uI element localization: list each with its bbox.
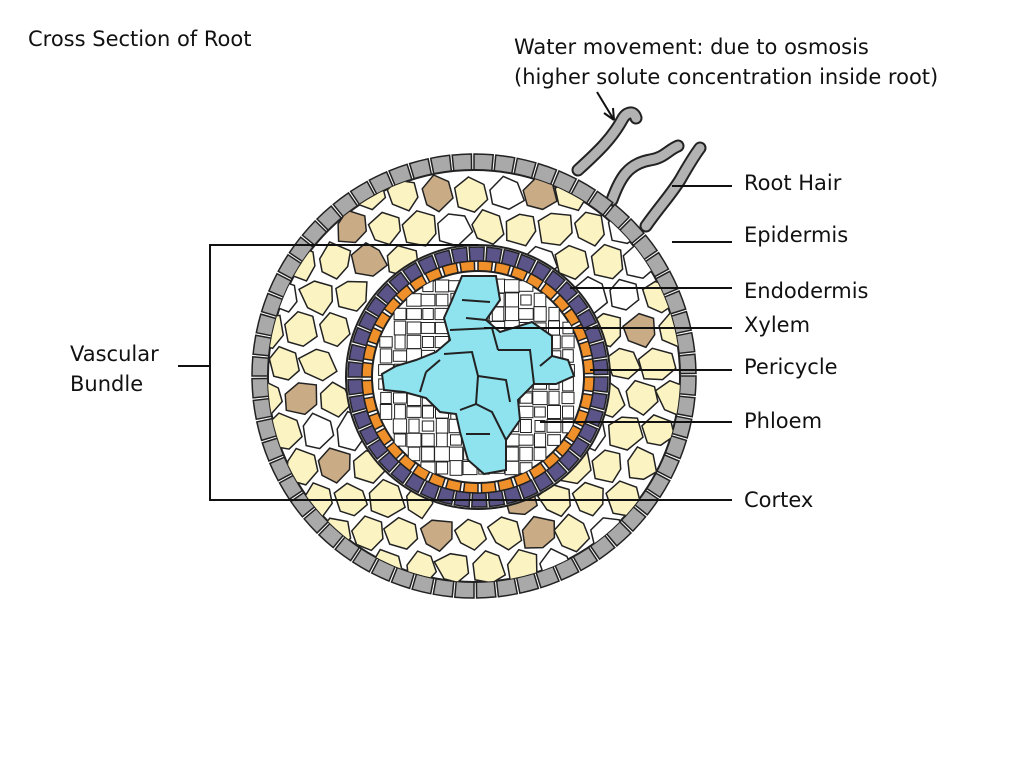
phloem-cell: [422, 434, 434, 447]
phloem-cell: [380, 337, 392, 348]
water-movement-note-line-2: (higher solute concentration inside root…: [514, 62, 938, 92]
label-pericycle: Pericycle: [744, 352, 838, 382]
phloem-cell: [394, 308, 406, 319]
phloem-cell: [519, 309, 534, 320]
phloem-cell: [380, 349, 391, 363]
endodermis-cell: [348, 379, 363, 394]
phloem-cell: [548, 435, 561, 446]
label-xylem: Xylem: [744, 310, 810, 340]
phloem-cell: [423, 309, 434, 320]
endodermis-cell: [348, 362, 363, 377]
phloem-cell: [407, 309, 422, 320]
figure-title: Cross Section of Root: [28, 24, 251, 54]
phloem-cell: [407, 407, 421, 418]
phloem-cell: [505, 307, 518, 321]
endodermis-cell: [486, 247, 502, 263]
phloem-cell: [521, 295, 531, 305]
phloem-cell: [549, 391, 559, 405]
phloem-cell: [549, 307, 559, 320]
label-phloem: Phloem: [744, 406, 822, 436]
phloem-cell: [423, 406, 434, 418]
endodermis-cell: [469, 247, 484, 261]
phloem-cell: [450, 461, 462, 476]
phloem-cell: [548, 406, 561, 419]
phloem-cell: [394, 393, 407, 403]
phloem-cell: [534, 448, 546, 461]
phloem-cell: [407, 433, 421, 447]
phloem-cell: [381, 392, 392, 403]
endodermis-cell: [350, 395, 367, 412]
endodermis-cell: [593, 359, 608, 374]
label-epidermis: Epidermis: [744, 220, 848, 250]
phloem-cell: [505, 293, 518, 307]
phloem-cell: [535, 407, 546, 417]
phloem-cell: [422, 447, 435, 461]
phloem-cell: [422, 421, 433, 431]
phloem-cell: [436, 462, 447, 474]
phloem-cell: [422, 337, 433, 348]
endodermis-cell: [590, 342, 607, 359]
phloem-cell: [505, 461, 519, 474]
endodermis-cell: [454, 491, 470, 507]
phloem-cell: [435, 280, 448, 292]
label-vascular-bundle-line-2: Bundle: [70, 369, 143, 399]
phloem-cell: [395, 335, 405, 349]
phloem-cell: [436, 294, 448, 306]
phloem-cell: [449, 447, 462, 461]
phloem-cell: [562, 336, 574, 348]
phloem-cell: [421, 323, 434, 334]
leader-water-arrowhead: [604, 108, 614, 120]
label-cortex: Cortex: [744, 485, 813, 515]
label-endodermis: Endodermis: [744, 276, 869, 306]
phloem-cell: [562, 392, 574, 403]
phloem-cell: [519, 435, 533, 445]
phloem-cell: [437, 433, 448, 447]
phloem-cell: [535, 433, 546, 447]
endodermis-cell: [593, 377, 608, 392]
phloem-cell: [380, 405, 391, 420]
phloem-cell: [563, 406, 574, 418]
phloem-cell: [407, 322, 421, 334]
phloem-cell: [505, 280, 520, 293]
leader-water-movement: [597, 92, 614, 120]
phloem-cell: [519, 406, 533, 417]
phloem-cell: [421, 294, 435, 306]
phloem-cell: [394, 321, 405, 335]
phloem-cell: [506, 447, 519, 461]
phloem-cell: [451, 435, 462, 445]
phloem-cell: [393, 419, 406, 433]
phloem-cell: [435, 447, 450, 461]
phloem-cell: [534, 307, 546, 322]
phloem-cell: [520, 447, 533, 460]
phloem-cell: [521, 420, 532, 433]
phloem-cell: [436, 419, 448, 434]
phloem-cell: [407, 335, 421, 348]
label-vascular-bundle-line-1: Vascular: [70, 339, 159, 369]
phloem-cell: [533, 391, 547, 404]
phloem-cell: [395, 405, 406, 420]
phloem-cell: [534, 293, 546, 307]
label-root-hair: Root Hair: [744, 168, 841, 198]
phloem-cell: [393, 351, 407, 362]
water-movement-note-line-1: Water movement: due to osmosis: [514, 32, 869, 62]
phloem-cell: [409, 419, 419, 433]
